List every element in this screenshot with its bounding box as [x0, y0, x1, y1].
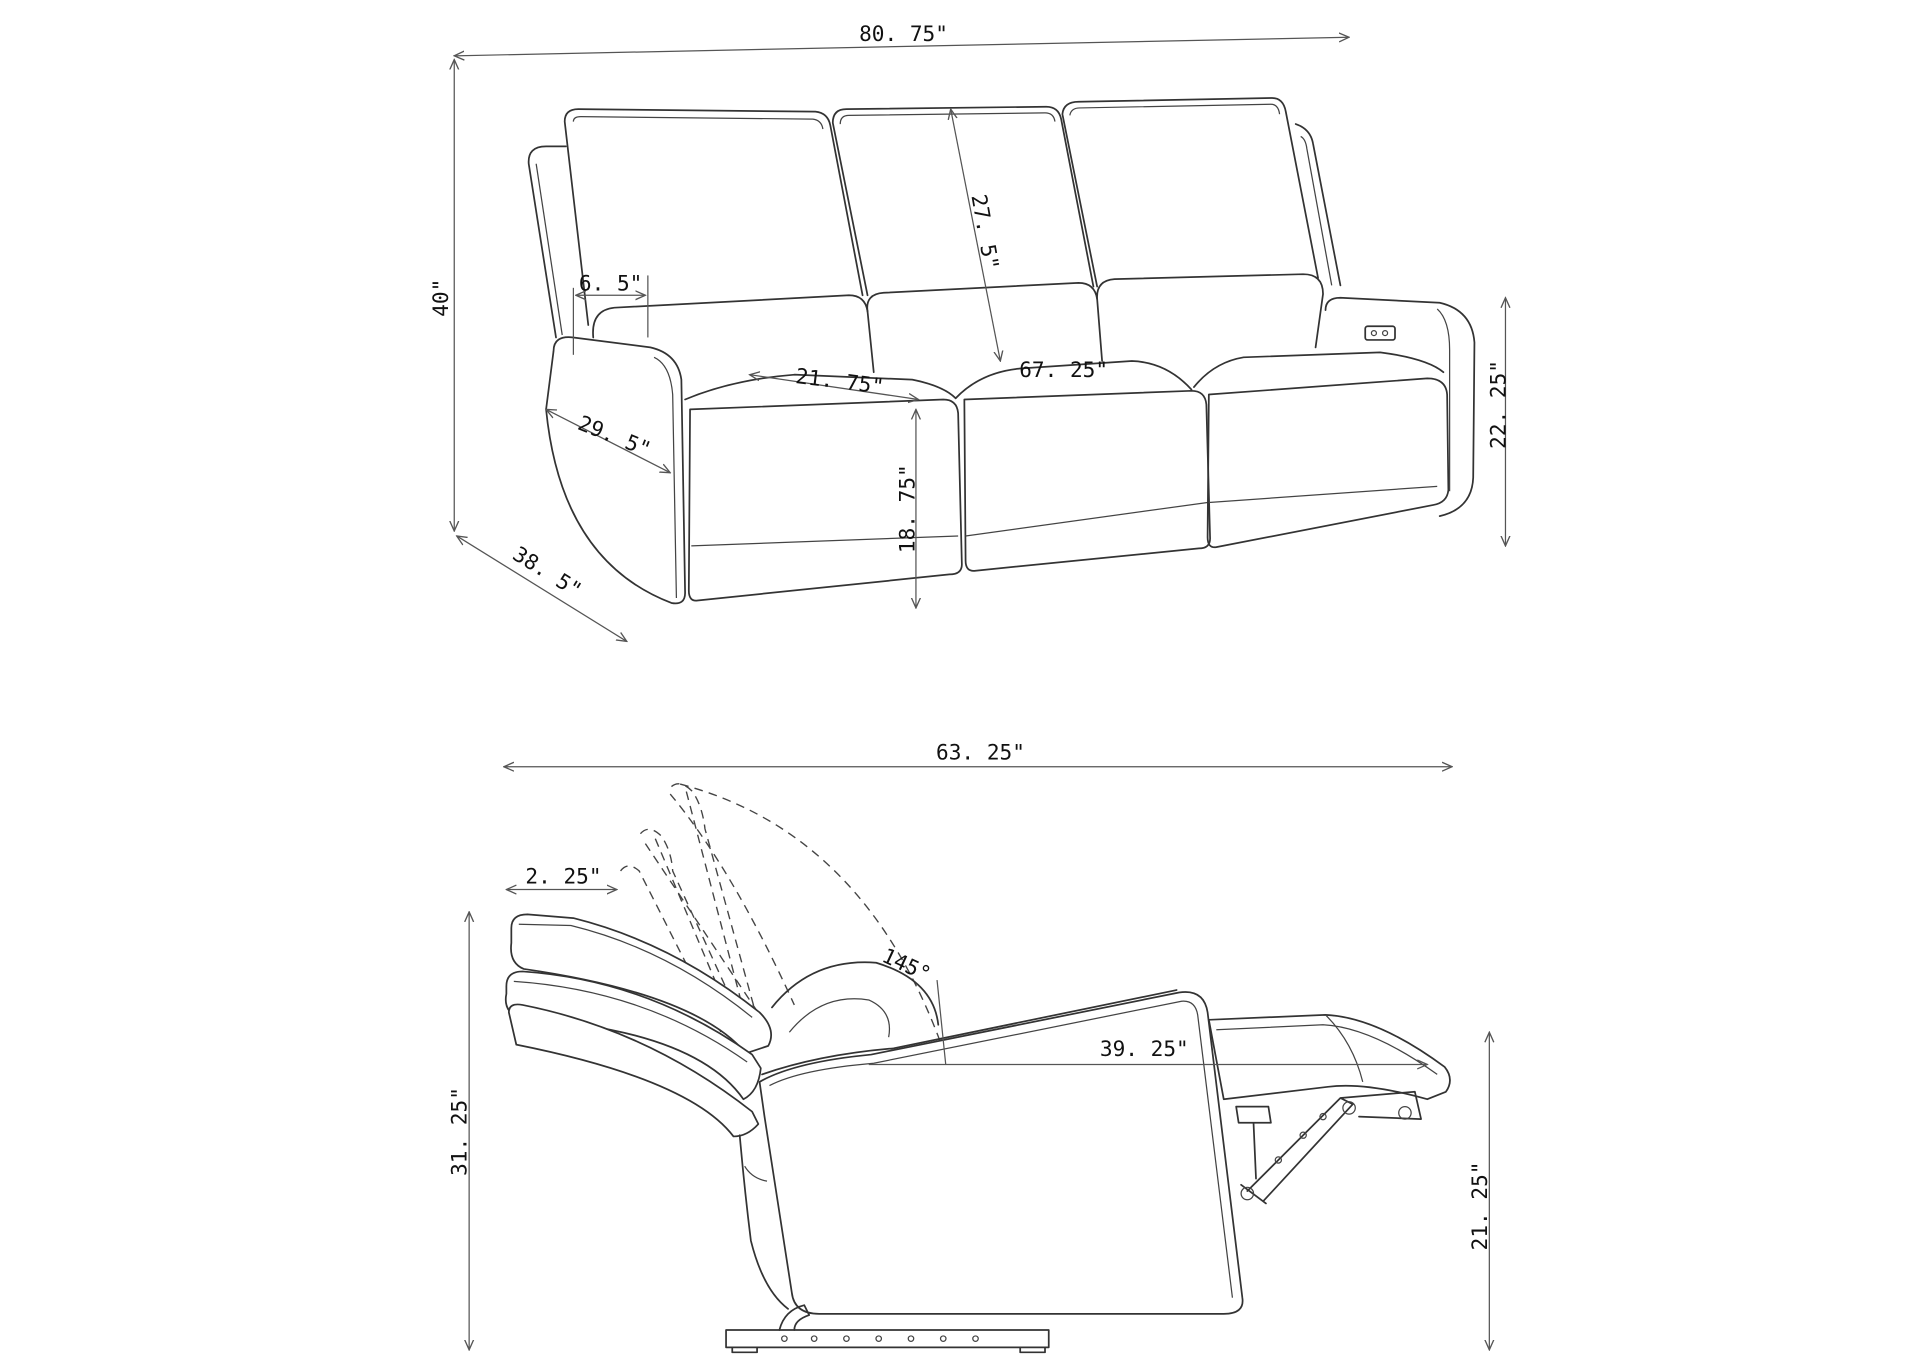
seating-width-label: 67. 25"	[1019, 357, 1108, 382]
seat-arm-top	[761, 989, 1178, 1076]
left-arm-back	[527, 145, 567, 339]
back-cushion-left	[563, 108, 864, 326]
lumbar-cushion-left	[592, 294, 875, 374]
overall-depth-label: 38. 5"	[509, 541, 587, 603]
back-cushion-right	[1061, 97, 1319, 288]
arm-width-label: 6. 5"	[579, 270, 642, 295]
seat-front-middle	[963, 389, 1211, 572]
recline-angle-label: 145°	[878, 943, 935, 987]
footrest-height-label: 21. 25"	[1467, 1162, 1492, 1251]
lower-back-panel	[738, 1134, 789, 1310]
upright-position-outline-1	[670, 783, 761, 1028]
footrest-extension-label: 39. 25"	[1100, 1036, 1189, 1061]
right-arm	[1324, 296, 1476, 517]
sofa-front-view	[527, 97, 1476, 605]
reclined-height-label: 31. 25"	[447, 1087, 472, 1176]
lumbar-cushion-middle	[866, 282, 1103, 362]
base-plate	[725, 1329, 1050, 1349]
usb-port-icon	[1364, 325, 1396, 341]
left-arm	[545, 336, 686, 605]
recliner-body	[758, 991, 1244, 1315]
seat-height-label: 18. 75"	[895, 464, 920, 553]
footrest	[1207, 1013, 1451, 1101]
seat-width-label: 21. 75"	[794, 363, 885, 399]
overall-width-label: 80. 75"	[859, 21, 948, 46]
wall-clearance-label: 2. 25"	[525, 863, 601, 888]
back-height-label: 27. 5"	[966, 192, 1004, 271]
seat-front-left	[687, 398, 963, 602]
headrest-cushion	[510, 913, 772, 1055]
back-cushion-middle	[831, 105, 1095, 297]
arm-depth-label: 29. 5"	[575, 410, 655, 462]
recline-arc	[679, 783, 947, 1058]
base-bolts	[781, 1335, 979, 1343]
overall-height-label: 40"	[428, 279, 453, 317]
recliner-side-view	[504, 783, 1451, 1354]
lumbar-cushion-right	[1096, 273, 1324, 349]
seat-top-right	[1193, 351, 1445, 388]
recline-angle-arc	[771, 961, 940, 1026]
footrest-mechanism	[1235, 1090, 1422, 1205]
back-base	[507, 1003, 760, 1138]
right-arm-back	[1294, 123, 1342, 287]
seat-top-middle	[954, 360, 1193, 400]
reclined-length-label: 63. 25"	[936, 739, 1025, 764]
upright-position-outline-3	[620, 865, 733, 1055]
arm-height-label: 22. 25"	[1485, 360, 1510, 449]
upright-position-outline-2	[639, 828, 751, 1040]
base-leg	[778, 1304, 811, 1331]
seat-front-right	[1206, 377, 1450, 549]
